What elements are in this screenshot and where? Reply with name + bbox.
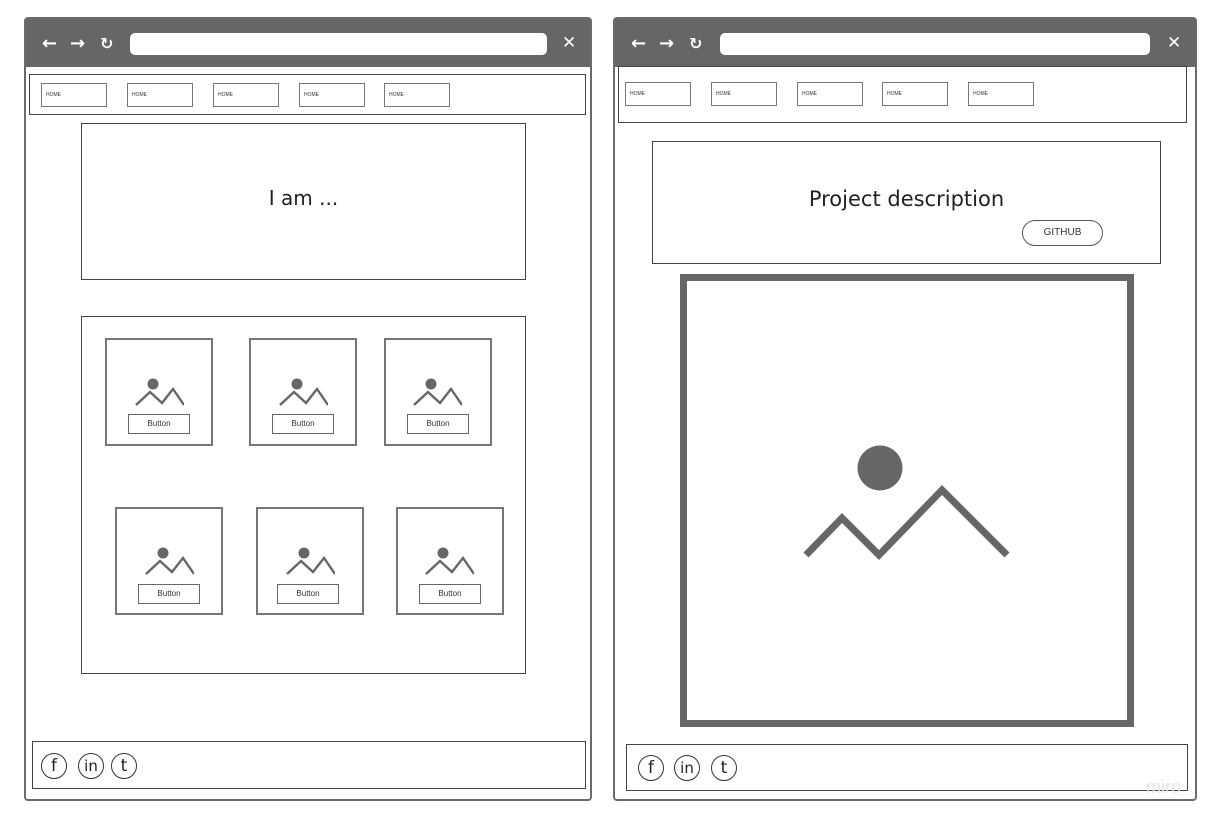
close-icon[interactable]: ✕ — [1167, 33, 1182, 53]
gallery-card-button[interactable]: Button — [407, 414, 469, 434]
intro-section — [81, 123, 526, 280]
nav-item-home-4[interactable]: HOME — [882, 82, 948, 106]
image-placeholder-icon — [145, 547, 194, 575]
nav-item-home-5[interactable]: HOME — [968, 82, 1034, 106]
image-placeholder-icon — [135, 378, 184, 406]
twitter-icon[interactable]: t — [711, 755, 737, 781]
nav-item-home-2[interactable]: HOME — [127, 83, 193, 107]
gallery-card-button[interactable]: Button — [419, 584, 481, 604]
browser-window-project: ← → ↻ ✕ HOME HOME HOME HOME HOME Project… — [613, 17, 1197, 801]
facebook-icon[interactable]: f — [41, 753, 67, 779]
gallery-card — [249, 338, 357, 446]
browser-window-home: ← → ↻ ✕ HOME HOME HOME HOME HOME I am ..… — [24, 17, 592, 801]
reload-icon[interactable]: ↻ — [100, 34, 114, 53]
footer-bar — [32, 741, 586, 789]
image-placeholder-icon — [279, 378, 328, 406]
nav-item-home-3[interactable]: HOME — [797, 82, 863, 106]
reload-icon[interactable]: ↻ — [689, 34, 703, 53]
project-description-heading: Project description — [808, 187, 1005, 211]
image-placeholder-icon — [286, 547, 335, 575]
nav-item-home-4[interactable]: HOME — [299, 83, 365, 107]
intro-heading: I am ... — [268, 186, 339, 210]
nav-item-home-2[interactable]: HOME — [711, 82, 777, 106]
twitter-icon[interactable]: t — [111, 753, 137, 779]
gallery-card-button[interactable]: Button — [138, 584, 200, 604]
miro-watermark: miro — [1146, 777, 1181, 797]
address-bar[interactable] — [130, 33, 547, 55]
image-placeholder-icon — [413, 378, 462, 406]
linkedin-icon[interactable]: in — [78, 753, 104, 779]
close-icon[interactable]: ✕ — [562, 33, 577, 53]
facebook-icon[interactable]: f — [638, 755, 664, 781]
back-arrow-icon[interactable]: ← — [631, 33, 647, 54]
nav-item-home-1[interactable]: HOME — [41, 83, 107, 107]
forward-arrow-icon[interactable]: → — [659, 33, 675, 54]
nav-item-home-1[interactable]: HOME — [625, 82, 691, 106]
forward-arrow-icon[interactable]: → — [70, 33, 86, 54]
address-bar[interactable] — [720, 33, 1150, 55]
project-image-frame — [680, 274, 1134, 727]
image-placeholder-icon — [425, 547, 474, 575]
nav-item-home-3[interactable]: HOME — [213, 83, 279, 107]
nav-item-home-5[interactable]: HOME — [384, 83, 450, 107]
gallery-card-button[interactable]: Button — [272, 414, 334, 434]
back-arrow-icon[interactable]: ← — [42, 33, 58, 54]
gallery-card-button[interactable]: Button — [128, 414, 190, 434]
image-placeholder-icon — [803, 445, 1010, 560]
github-button[interactable]: GITHUB — [1022, 220, 1103, 246]
gallery-card-button[interactable]: Button — [277, 584, 339, 604]
linkedin-icon[interactable]: in — [674, 755, 700, 781]
